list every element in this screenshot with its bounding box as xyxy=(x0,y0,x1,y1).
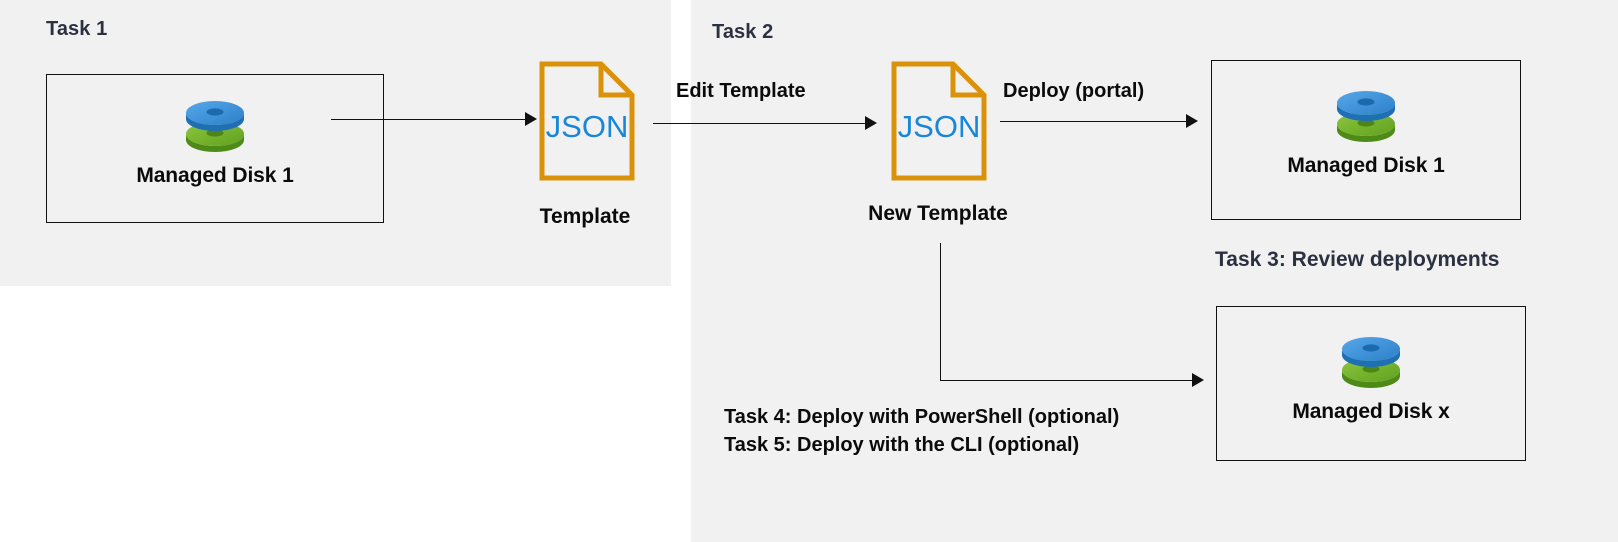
managed-disk-1-box-task2: Managed Disk 1 xyxy=(1211,60,1521,220)
arrow-disk-to-template-line xyxy=(331,119,527,120)
json-template-icon: JSON xyxy=(538,60,636,187)
edit-template-arrow-label: Edit Template xyxy=(676,80,806,102)
managed-disk-1-label: Managed Disk 1 xyxy=(136,164,294,187)
arrow-edit-template-head xyxy=(865,116,877,130)
managed-disk-1-label: Managed Disk 1 xyxy=(1287,154,1445,177)
managed-disk-1-box-task1: Managed Disk 1 xyxy=(46,74,384,223)
branch-connector-head xyxy=(1192,373,1204,387)
branch-connector-vertical xyxy=(940,243,941,381)
svg-text:JSON: JSON xyxy=(546,109,629,144)
deploy-portal-arrow-label: Deploy (portal) xyxy=(1003,80,1145,102)
new-template-caption: New Template xyxy=(868,202,1008,225)
json-new-template-icon: JSON xyxy=(890,60,988,187)
arrow-deploy-portal-head xyxy=(1186,114,1198,128)
task1-heading: Task 1 xyxy=(46,18,108,40)
arrow-edit-template-line xyxy=(653,123,867,124)
managed-disk-x-content: Managed Disk x xyxy=(1217,329,1525,424)
task2-heading: Task 2 xyxy=(712,21,774,43)
branch-connector-horizontal xyxy=(940,380,1194,381)
managed-disk-icon xyxy=(1338,329,1404,394)
template-caption: Template xyxy=(539,205,631,228)
managed-disk-1-content: Managed Disk 1 xyxy=(47,93,383,188)
arrow-deploy-portal-line xyxy=(1000,121,1188,122)
managed-disk-1-result-content: Managed Disk 1 xyxy=(1212,83,1520,178)
managed-disk-x-label: Managed Disk x xyxy=(1292,400,1450,423)
managed-disk-icon xyxy=(1333,83,1399,148)
managed-disk-icon xyxy=(182,93,248,158)
arrow-disk-to-template-head xyxy=(525,112,537,126)
task4-label: Task 4: Deploy with PowerShell (optional… xyxy=(724,406,1120,428)
managed-disk-x-box: Managed Disk x xyxy=(1216,306,1526,461)
task3-heading: Task 3: Review deployments xyxy=(1215,248,1500,271)
task5-label: Task 5: Deploy with the CLI (optional) xyxy=(724,434,1080,456)
svg-text:JSON: JSON xyxy=(898,109,981,144)
